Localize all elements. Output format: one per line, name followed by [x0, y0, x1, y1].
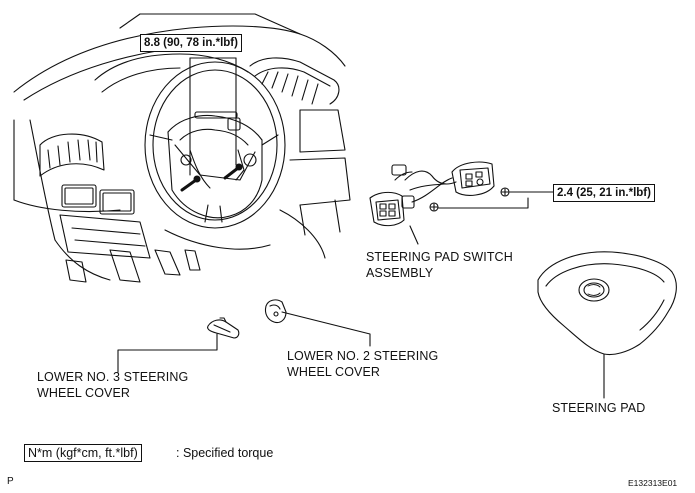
label-steering-pad: STEERING PAD	[552, 401, 646, 415]
label-lower-no2-steering-wheel-cover: LOWER NO. 2 STEERING WHEEL COVER	[287, 349, 439, 379]
torque-callout-pad-switch: 2.4 (25, 21 in.*lbf)	[553, 184, 655, 202]
legend-torque-unit: N*m (kgf*cm, ft.*lbf)	[24, 444, 142, 462]
figure-id: E132313E01	[628, 478, 678, 488]
corner-mark: P	[7, 476, 14, 487]
legend-description: : Specified torque	[176, 446, 274, 460]
dashboard-illustration	[13, 13, 351, 283]
label-lower-no3-steering-wheel-cover: LOWER NO. 3 STEERING WHEEL COVER	[37, 370, 189, 400]
lower-no3-cover-illustration	[117, 317, 240, 373]
steering-pad-illustration	[537, 251, 677, 399]
pad-switch-assembly-illustration	[369, 161, 554, 245]
steering-wheel-illustration	[144, 57, 286, 229]
lower-no2-cover-illustration	[264, 299, 371, 347]
label-steering-pad-switch-assembly: STEERING PAD SWITCH ASSEMBLY	[366, 250, 513, 280]
torque-callout-steering-wheel: 8.8 (90, 78 in.*lbf)	[140, 34, 242, 52]
